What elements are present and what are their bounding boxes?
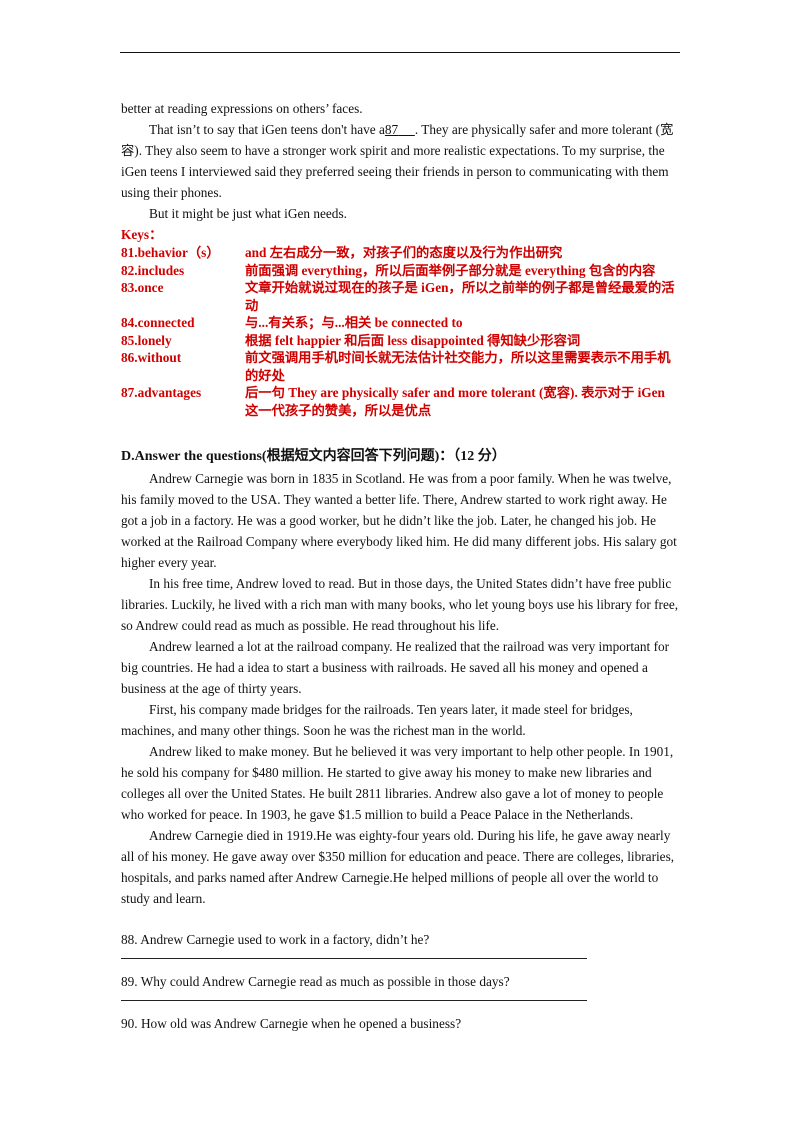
key-answer: 86.without (121, 350, 182, 365)
key-row: 82.includes 前面强调 everything，所以后面举例子部分就是 e… (121, 262, 681, 280)
key-answer: 85.lonely (121, 332, 172, 348)
question-89: 89. Why could Andrew Carnegie read as mu… (121, 974, 510, 989)
key-note: 前面强调 everything，所以后面举例子部分就是 everything 包… (245, 262, 656, 278)
section-d-title: D.Answer the questions(根据短文内容回答下列问题)：（12… (121, 449, 506, 464)
key-answer: 87.advantages (121, 385, 202, 400)
reading-passage: Andrew Carnegie was born in 1835 in Scot… (121, 468, 681, 909)
passage-paragraph: Andrew Carnegie died in 1919.He was eigh… (121, 828, 675, 906)
passage-paragraph: Andrew liked to make money. But he belie… (121, 744, 674, 822)
paragraph-87-pre: That isn’t to say that iGen teens don't … (149, 122, 385, 137)
key-note: 根据 felt happier 和后面 less disappointed 得知… (245, 332, 581, 348)
passage-paragraph: First, his company made bridges for the … (121, 702, 633, 738)
header-rule (120, 52, 680, 53)
passage-paragraph: Andrew learned a lot at the railroad com… (121, 639, 670, 696)
key-note: 文章开始就说过现在的孩子是 iGen，所以之前举的例子都是曾经最爱的活动 (245, 280, 675, 313)
key-answer: 83.once (121, 280, 164, 295)
passage-paragraph: In his free time, Andrew loved to read. … (121, 576, 679, 633)
key-row: 87.advantages 后一句 They are physically saf… (121, 384, 681, 419)
keys-title: Keys： (121, 227, 163, 242)
key-row: 83.once 文章开始就说过现在的孩子是 iGen，所以之前举的例子都是曾经最爱… (121, 279, 681, 314)
keys-list: 81.behavior（s） and 左右成分一致，对孩子们的态度以及行为作出研究… (121, 244, 681, 419)
key-note: 前文强调用手机时间长就无法估计社交能力，所以这里需要表示不用手机的好处 (245, 350, 671, 383)
blank-87: 87 (384, 122, 399, 137)
key-answer: 82.includes (121, 262, 185, 278)
key-answer: 81.behavior（s） (121, 245, 220, 260)
key-note: and 左右成分一致，对孩子们的态度以及行为作出研究 (245, 245, 563, 260)
question-88: 88. Andrew Carnegie used to work in a fa… (121, 932, 430, 947)
key-row: 84.connected 与...有关系；与...相关 be connected … (121, 314, 681, 332)
key-note: 与...有关系；与...相关 be connected to (245, 315, 463, 330)
answer-line-89[interactable] (121, 1000, 587, 1001)
passage-paragraph: Andrew Carnegie was born in 1835 in Scot… (121, 471, 677, 570)
key-row: 85.lonely 根据 felt happier 和后面 less disapp… (121, 332, 681, 350)
question-90: 90. How old was Andrew Carnegie when he … (121, 1016, 462, 1031)
paragraph-end-line: better at reading expressions on others’… (121, 101, 363, 116)
key-row: 86.without 前文强调用手机时间长就无法估计社交能力，所以这里需要表示不用… (121, 349, 681, 384)
key-answer: 84.connected (121, 315, 195, 330)
paragraph-closing: But it might be just what iGen needs. (149, 206, 347, 221)
page-content: better at reading expressions on others’… (121, 98, 681, 1034)
paragraph-87-post: . They are physically safer and more tol… (121, 122, 674, 200)
key-note: 后一句 They are physically safer and more t… (245, 385, 665, 418)
answer-line-88[interactable] (121, 958, 587, 959)
paragraph-87: That isn’t to say that iGen teens don't … (121, 119, 681, 203)
key-row: 81.behavior（s） and 左右成分一致，对孩子们的态度以及行为作出研究 (121, 244, 681, 262)
